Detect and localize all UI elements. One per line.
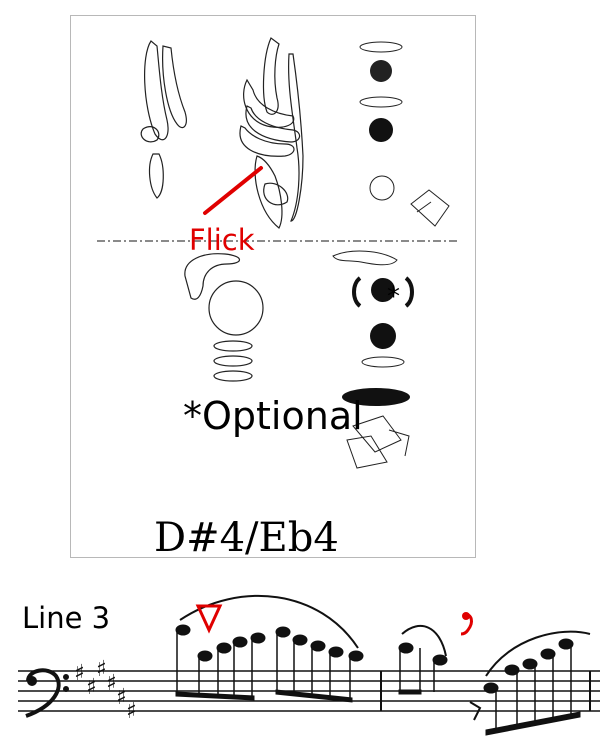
breath-mark-dot — [462, 612, 470, 620]
flick-mark — [195, 604, 223, 634]
closed-hole-icon — [370, 60, 392, 82]
lower-thumb-key-icon — [184, 253, 241, 300]
open-key-small-icon — [361, 356, 405, 368]
half-hole-bracket-left-icon — [352, 276, 362, 308]
bassoon-fingering-diagram — [97, 37, 457, 469]
thumb-key-f-icon — [254, 155, 283, 229]
svg-text:♯: ♯ — [74, 661, 85, 686]
fingering-chart: Flick * *Optional D#4/Eb4 — [70, 15, 476, 558]
thumb-key-e-icon — [288, 53, 304, 222]
small-key-icon — [140, 126, 160, 143]
svg-text:♯: ♯ — [86, 675, 97, 700]
notes-measure-1 — [175, 624, 364, 703]
flick-label: Flick — [189, 223, 255, 257]
small-open-key-icon — [213, 355, 253, 367]
half-hole-bracket-right-icon — [404, 276, 414, 308]
thumb-key-a-icon — [262, 37, 280, 115]
key-signature: ♯♯♯ ♯♯♯ — [74, 657, 137, 724]
closed-hole-icon — [370, 323, 396, 349]
closed-pad-icon — [342, 388, 410, 406]
large-open-hole-icon — [208, 280, 264, 336]
slur — [401, 624, 447, 657]
low-key-icon — [148, 153, 164, 199]
whisper-key-icon — [144, 40, 169, 141]
pad-key-icon — [410, 189, 450, 227]
slur — [179, 594, 359, 649]
closed-hole-icon — [371, 278, 395, 302]
thumb-key-g-icon — [263, 182, 289, 206]
svg-text:♯: ♯ — [116, 685, 127, 710]
open-hole-icon — [369, 175, 395, 201]
line-label: Line 3 — [22, 601, 111, 635]
thumb-key-c-icon — [245, 105, 301, 143]
optional-asterisk: * — [387, 282, 400, 312]
staff — [18, 670, 600, 712]
small-open-key-icon — [213, 340, 253, 352]
closed-hole-icon — [369, 118, 393, 142]
flick-arrow — [203, 166, 263, 215]
bass-clef-icon — [25, 668, 69, 718]
thumb-key-b-icon — [243, 78, 295, 128]
slur — [485, 630, 591, 677]
optional-key-icon — [332, 250, 398, 266]
left-key-long-icon — [162, 45, 187, 129]
open-key-small-icon — [359, 41, 403, 53]
note-name: D#4/Eb4 — [154, 515, 339, 561]
pad-cluster-icon — [346, 415, 410, 469]
svg-text:♯: ♯ — [126, 699, 137, 724]
open-key-small-icon — [359, 96, 403, 108]
music-excerpt: ♯♯♯ ♯♯♯ — [18, 594, 600, 736]
optional-label: *Optional — [183, 394, 363, 438]
svg-text:♯: ♯ — [106, 671, 117, 696]
svg-text:♯: ♯ — [96, 657, 107, 682]
small-open-key-icon — [213, 370, 253, 382]
thumb-key-d-icon — [239, 125, 295, 157]
notes-measure-2 — [398, 638, 581, 736]
